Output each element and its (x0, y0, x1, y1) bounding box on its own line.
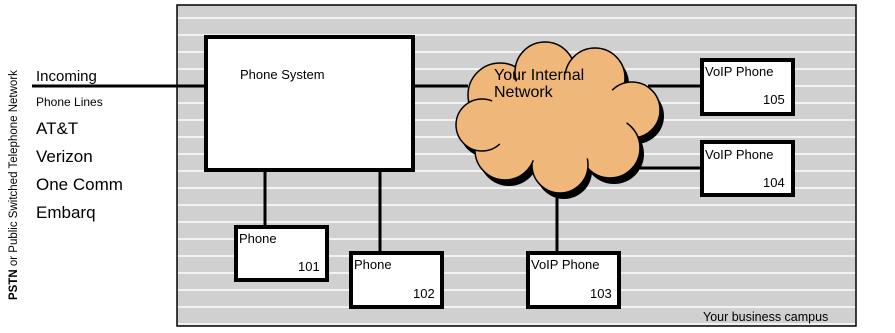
device-box-101 (234, 225, 329, 282)
device-103-ext: 103 (590, 286, 612, 301)
network-cloud-core (487, 73, 627, 163)
device-box-105 (700, 58, 795, 116)
carrier-verizon: Verizon (36, 147, 93, 166)
connection-lines (32, 84, 702, 252)
device-102-ext: 102 (413, 286, 435, 301)
device-104-ext: 104 (763, 175, 785, 190)
incoming-label: Incoming (36, 68, 97, 85)
carrier-one-comm: One Comm (36, 175, 123, 194)
network-label-line2: Network (494, 84, 553, 101)
device-101-ext: 101 (298, 259, 320, 274)
device-105-ext: 105 (763, 92, 785, 107)
device-102-name: Phone (354, 257, 392, 272)
device-box-103 (526, 251, 621, 309)
device-105-name: VoIP Phone (705, 64, 774, 79)
campus-caption: Your business campus (703, 310, 829, 324)
phone-system-box (204, 35, 415, 172)
device-104-name: VoIP Phone (705, 147, 774, 162)
device-101-name: Phone (239, 231, 277, 246)
carrier-embarq: Embarq (36, 203, 96, 222)
network-label-line1: Your Internal (494, 67, 585, 84)
pstn-side-label: PSTN or Public Switched Telephone Networ… (8, 70, 20, 300)
device-box-102 (349, 251, 444, 309)
carrier-att: AT&T (36, 119, 79, 138)
device-box-104 (700, 140, 795, 197)
phone-system-label: Phone System (240, 67, 325, 82)
phone-lines-label: Phone Lines (36, 95, 103, 109)
device-103-name: VoIP Phone (531, 257, 600, 272)
